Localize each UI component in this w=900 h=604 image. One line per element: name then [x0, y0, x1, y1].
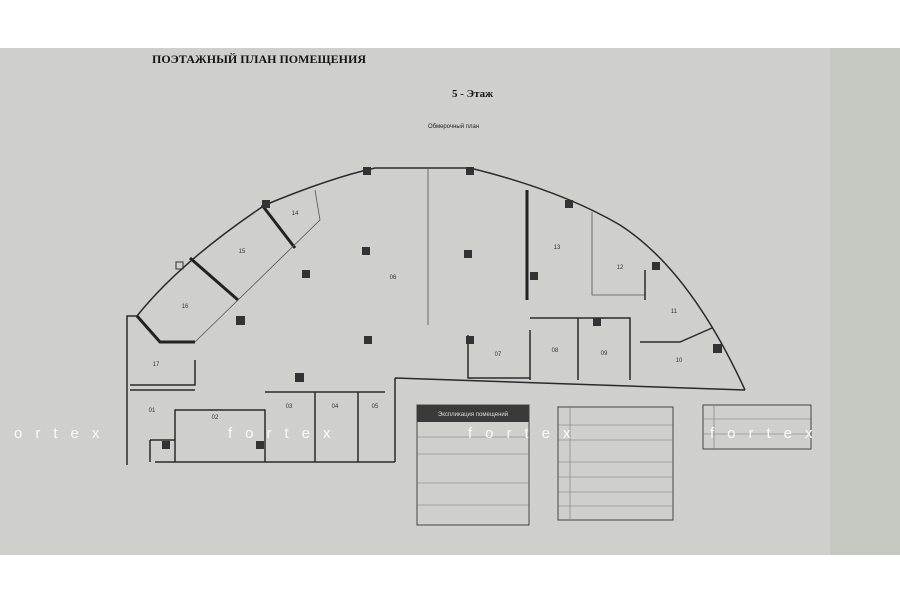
room-labels: 14 15 16 17 06 13 12 11 10 09 08 07 01 0… [149, 211, 683, 421]
room-10: 10 [676, 358, 683, 364]
watermark-text: fortex [228, 425, 344, 442]
inner-wall [155, 377, 746, 463]
wall [194, 189, 321, 343]
wall [149, 439, 175, 462]
room-17: 17 [153, 362, 160, 368]
room-08: 08 [552, 348, 559, 354]
room-04: 04 [332, 404, 339, 410]
room-07: 07 [495, 352, 502, 358]
room-11: 11 [671, 309, 678, 315]
wall [189, 256, 239, 302]
wall [467, 270, 713, 380]
watermark-text: fortex [468, 425, 584, 442]
room-03: 03 [286, 404, 293, 410]
legend-table-2 [557, 406, 674, 521]
wall [135, 315, 195, 344]
legend-table-1: Экспликация помещений [416, 404, 530, 526]
room-16: 16 [182, 304, 189, 310]
columns [162, 167, 722, 449]
legend-table-3 [702, 404, 812, 450]
wall [591, 212, 645, 296]
watermark-text: fortex [710, 425, 826, 442]
wall [260, 204, 297, 249]
plan-subtitle: Обмерочный план [428, 123, 479, 130]
room-14: 14 [292, 211, 299, 217]
room-12: 12 [617, 265, 624, 271]
watermark: ortex fortex fortex fortex [14, 425, 826, 442]
room-13: 13 [554, 245, 561, 251]
legend-header: Экспликация помещений [438, 411, 508, 418]
paper-sheet [0, 48, 830, 555]
room-01: 01 [149, 408, 156, 414]
room-02: 02 [212, 415, 219, 421]
room-09: 09 [601, 351, 608, 357]
plan-title: ПОЭТАЖНЫЙ ПЛАН ПОМЕЩЕНИЯ [152, 52, 366, 66]
room-06: 06 [390, 275, 397, 281]
floor-label: 5 - Этаж [452, 88, 493, 100]
wall [130, 360, 196, 391]
watermark-text: ortex [14, 425, 112, 442]
room-15: 15 [239, 249, 246, 255]
room-05: 05 [372, 404, 379, 410]
wall [174, 391, 385, 462]
